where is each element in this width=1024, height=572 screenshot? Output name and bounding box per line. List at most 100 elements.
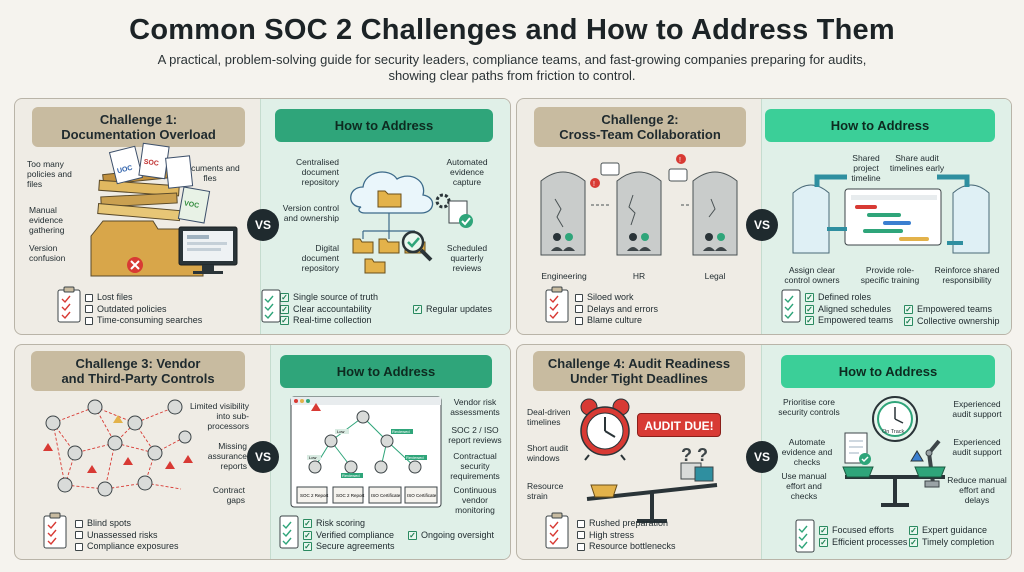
- challenge-panel-3: Challenge 3: Vendor and Third-Party Cont…: [14, 344, 511, 560]
- problem-text: Compliance exposures: [87, 541, 179, 551]
- checkbox-icon: [575, 305, 583, 314]
- problem-text: Blind spots: [87, 518, 132, 528]
- benefit-item: ✓Expert guidance: [909, 525, 994, 537]
- checkbox-icon: [577, 519, 585, 528]
- how-to-address-label: How to Address: [765, 109, 995, 142]
- challenge-label-line-1: Challenge 2:: [601, 112, 679, 127]
- silo-legal: [692, 171, 738, 256]
- benefit-list: ✓Risk scoring ✓Verified compliance ✓Secu…: [303, 518, 395, 553]
- check-icon: ✓: [805, 316, 814, 326]
- doc-tag-voc: VOC: [183, 200, 199, 210]
- challenge-label-line-2: Documentation Overload: [61, 127, 216, 142]
- page-subtitle: A practical, problem-solving guide for s…: [157, 52, 867, 83]
- checkbox-icon: [577, 542, 585, 551]
- problem-text: Outdated policies: [97, 303, 167, 314]
- benefit-item: ✓Empowered teams: [904, 304, 1000, 316]
- callout-missing-reports: Missing assurance reports: [207, 441, 247, 471]
- silo-icon: ! !: [540, 154, 738, 256]
- benefit-text: Defined roles: [818, 292, 872, 302]
- benefit-text: Verified compliance: [316, 529, 395, 540]
- benefit-list-2: ✓Ongoing oversight: [408, 530, 494, 542]
- vs-badge: VS: [746, 209, 778, 241]
- balanced-scale-icon: On Track: [842, 396, 946, 507]
- sol-digital-repo: Digital document repository: [301, 243, 339, 273]
- check-icon: ✓: [909, 537, 918, 547]
- problem-list: Siloed work Delays and errors Blame cult…: [575, 292, 658, 327]
- problem-item: Outdated policies: [85, 304, 202, 316]
- checkbox-icon: [575, 316, 583, 325]
- vs-badge: VS: [247, 441, 279, 473]
- check-icon: ✓: [280, 316, 289, 326]
- benefit-item: ✓ Verified compliance: [303, 530, 395, 542]
- problem-text: Lost files: [97, 292, 133, 302]
- vs-badge: VS: [247, 209, 279, 241]
- benefit-text: Efficient processes: [832, 536, 908, 547]
- callout-manual-evidence: Manual evidence gathering: [29, 205, 65, 235]
- clipboard-icon: [795, 519, 815, 553]
- clipboard-icon: [43, 512, 67, 549]
- checkbox-icon: [85, 293, 93, 302]
- check-icon: ✓: [303, 530, 312, 540]
- sol-shared-responsibility: Reinforce shared responsibility: [934, 265, 1000, 285]
- report-cards: SOC 2 Report SOC 2 Report ISO Certificat…: [296, 486, 438, 504]
- how-to-address-label: How to Address: [275, 109, 493, 142]
- challenge-3-label: Challenge 3: Vendor and Third-Party Cont…: [31, 351, 245, 391]
- benefit-text: Single source of truth: [293, 292, 379, 302]
- document-stack-icon: UOC SOC VOC: [90, 142, 238, 277]
- silo-label-hr: HR: [632, 271, 646, 281]
- vs-badge: VS: [746, 441, 778, 473]
- vendor-tree-window: Low Low Reviewed Reviewed Reviewed SOC 2…: [290, 396, 442, 508]
- benefit-text: Real-time collection: [293, 315, 372, 325]
- svg-text:? ?: ? ?: [681, 445, 708, 465]
- sol-automated: Automated evidence capture: [446, 157, 488, 187]
- report-label: SOC 2 Report: [336, 493, 365, 498]
- benefit-list: ✓Focused efforts ✓Efficient processes: [819, 525, 907, 548]
- benefit-item: ✓Secure agreements: [303, 541, 395, 553]
- sol-scheduled: Scheduled quarterly reviews: [446, 243, 488, 273]
- page-title: Common SOC 2 Challenges and How to Addre…: [129, 14, 895, 46]
- problem-item: Time-consuming searches: [85, 315, 202, 327]
- clipboard-icon: [57, 286, 81, 323]
- benefit-text: Expert guidance: [922, 525, 988, 535]
- challenge-label-line-1: Challenge 4: Audit Readiness: [547, 356, 731, 371]
- problem-text: Time-consuming searches: [97, 315, 203, 325]
- benefit-item: ✓Collective ownership: [904, 316, 1000, 328]
- clipboard-icon: [781, 289, 801, 323]
- problem-item: Delays and errors: [575, 304, 658, 316]
- checkbox-icon: [85, 305, 93, 314]
- clipboard-icon: [279, 515, 299, 549]
- check-icon: ✓: [280, 304, 289, 314]
- benefit-text: Focused efforts: [832, 525, 894, 535]
- magnifier-icon: [401, 230, 433, 262]
- sol-automate: Automate evidence and checks: [781, 437, 833, 467]
- report-label: ISO Certificate: [407, 493, 437, 498]
- problem-item: Blame culture: [575, 315, 658, 327]
- callout-contract-gaps: Contract gaps: [212, 485, 245, 505]
- challenge-panel-1: Challenge 1: Documentation Overload How …: [14, 98, 511, 335]
- problem-item: Unassessed risks: [75, 530, 179, 542]
- sol-report-reviews: SOC 2 / ISO report reviews: [448, 425, 502, 445]
- challenge-panel-2: Challenge 2: Cross-Team Collaboration Ho…: [516, 98, 1012, 335]
- clock-text: On Track: [882, 429, 905, 435]
- checkbox-icon: [577, 531, 585, 540]
- problem-text: Rushed preparation: [589, 518, 669, 528]
- warning-icon: [43, 415, 193, 473]
- problem-text: Unassessed risks: [87, 529, 158, 540]
- benefit-list-2: ✓Regular updates: [413, 304, 492, 316]
- benefit-item: ✓Empowered teams: [805, 315, 893, 327]
- challenge-label-line-1: Challenge 3: Vendor: [75, 356, 201, 371]
- silo-label-legal: Legal: [704, 271, 726, 281]
- report-label: SOC 2 Report: [300, 493, 329, 498]
- callout-deal-driven: Deal-driven timelines: [527, 407, 571, 427]
- sol-share-early: Share audit timelines early: [889, 153, 945, 173]
- benefit-item: ✓Focused efforts: [819, 525, 907, 537]
- challenge-panel-4: Challenge 4: Audit Readiness Under Tight…: [516, 344, 1012, 560]
- sol-shared-timeline: Shared project timeline: [851, 153, 881, 183]
- how-to-address-label: How to Address: [280, 355, 492, 388]
- benefit-item: ✓Aligned schedules: [805, 304, 893, 316]
- benefit-item: ✓Timely completion: [909, 537, 994, 549]
- problem-text: Delays and errors: [587, 303, 659, 314]
- clipboard-icon: [545, 512, 569, 549]
- problem-text: High stress: [589, 529, 635, 540]
- benefit-item: ✓Clear accountability: [280, 304, 378, 316]
